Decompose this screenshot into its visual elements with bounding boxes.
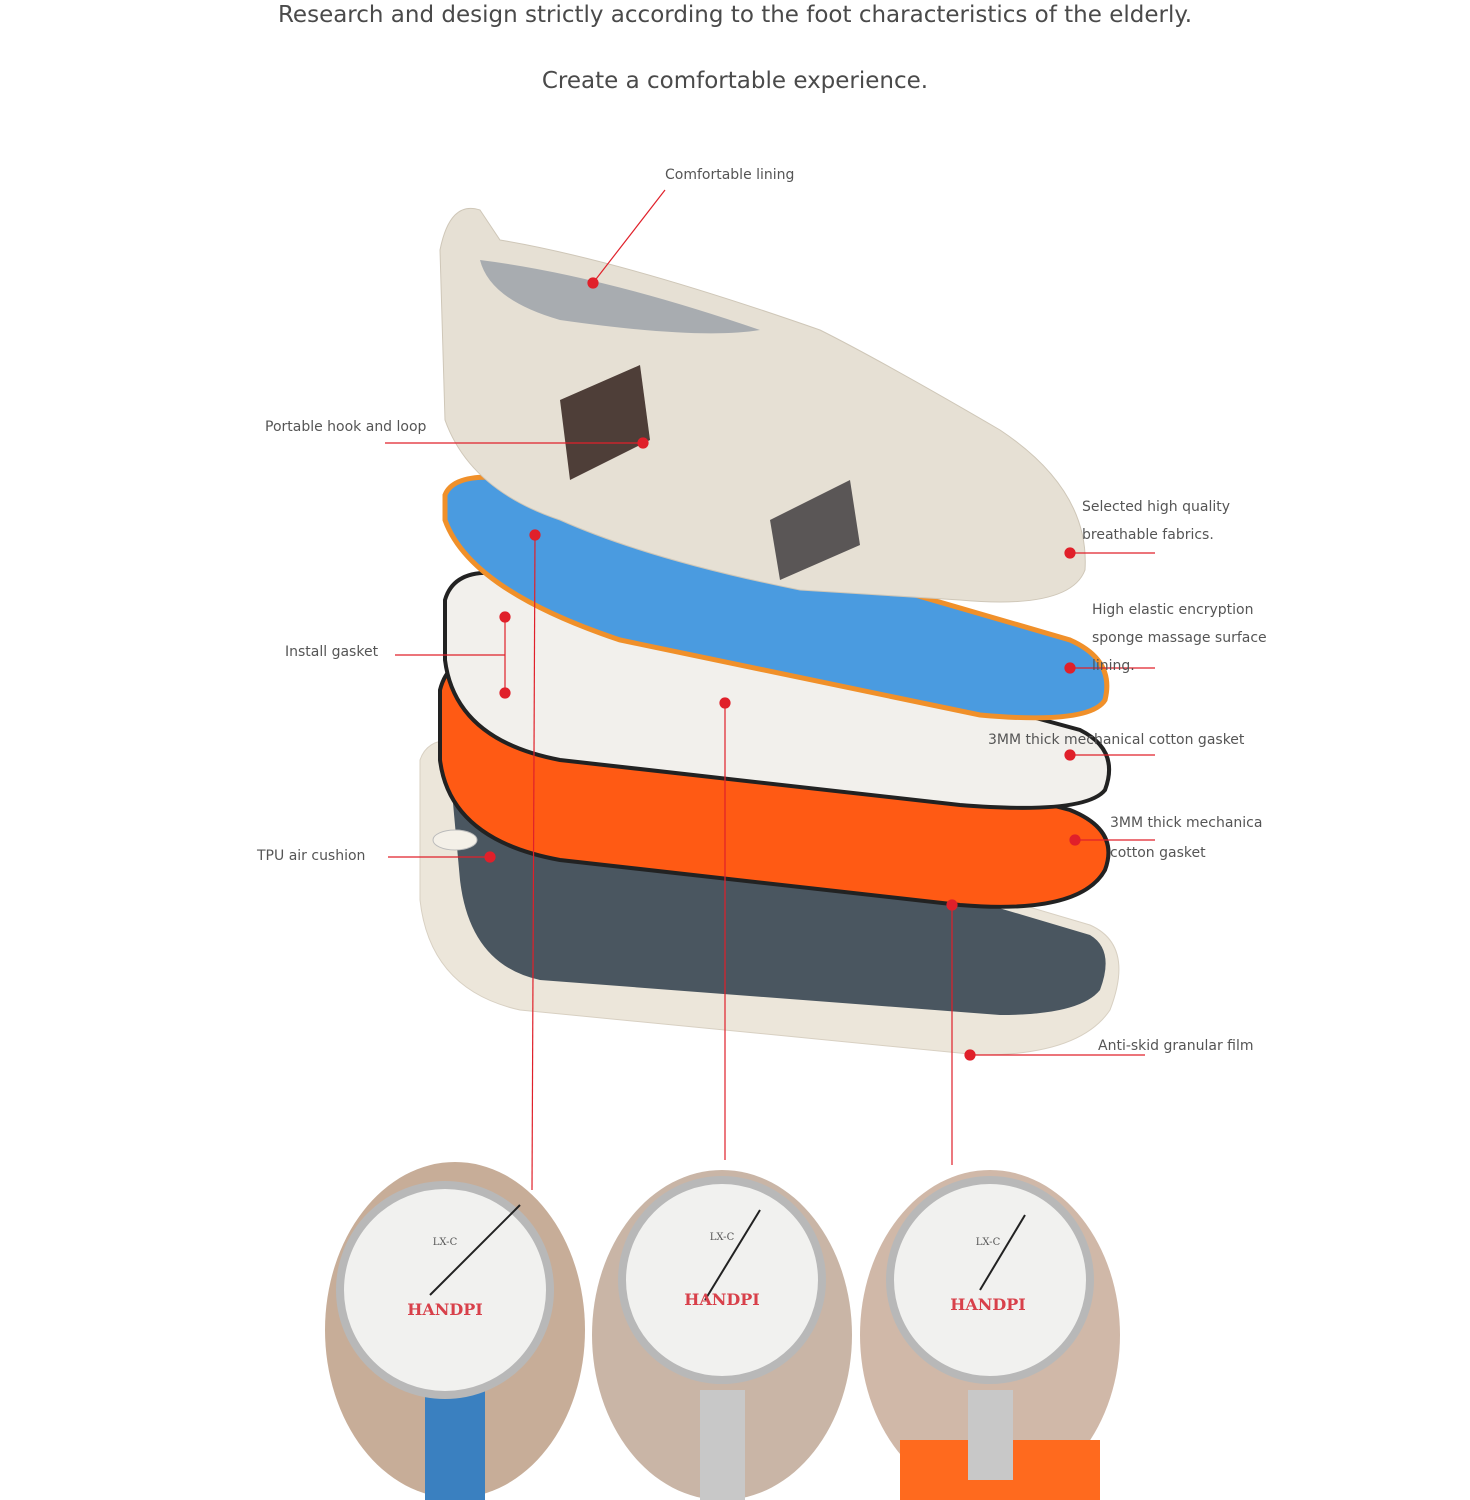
label-gasket-b-line2: cotton gasket — [1110, 845, 1206, 861]
label-sponge-line3: lining. — [1092, 658, 1135, 674]
gauge-brand: HANDPI — [407, 1300, 483, 1319]
label-comfortable-lining: Comfortable lining — [665, 167, 795, 183]
hardness-gauge-1 — [325, 1162, 585, 1500]
velcro-strap-1 — [560, 365, 650, 480]
gauge-model: LX-C — [976, 1237, 1001, 1248]
label-hook-and-loop: Portable hook and loop — [265, 419, 427, 435]
label-gasket-b-line1: 3MM thick mechanica — [1110, 815, 1263, 831]
label-fabric-line2: breathable fabrics. — [1082, 527, 1214, 543]
shoe-opening — [480, 260, 760, 334]
hardness-gauge-3 — [860, 1170, 1120, 1500]
label-anti-skid-film: Anti-skid granular film — [1098, 1038, 1254, 1054]
gauge-brand: HANDPI — [950, 1295, 1026, 1314]
label-sponge-line2: sponge massage surface — [1092, 630, 1267, 646]
leader-lines — [385, 189, 1155, 1191]
gauge-model: LX-C — [433, 1237, 458, 1248]
gauge-model: LX-C — [710, 1232, 735, 1243]
subheadline: Create a comfortable experience. — [541, 68, 929, 94]
hardness-gauge-2 — [592, 1170, 852, 1500]
label-fabric-line1: Selected high quality — [1082, 499, 1231, 515]
headline: Research and design strictly according t… — [277, 2, 1192, 28]
velcro-strap-2 — [770, 480, 860, 580]
tpu-air-cushion — [432, 829, 478, 851]
label-install-gasket: Install gasket — [285, 644, 379, 660]
label-sponge-line1: High elastic encryption — [1092, 602, 1254, 618]
gauge-brand: HANDPI — [684, 1290, 760, 1309]
label-tpu-air-cushion: TPU air cushion — [257, 848, 366, 864]
label-gasket-a: 3MM thick mechanical cotton gasket — [988, 732, 1245, 748]
